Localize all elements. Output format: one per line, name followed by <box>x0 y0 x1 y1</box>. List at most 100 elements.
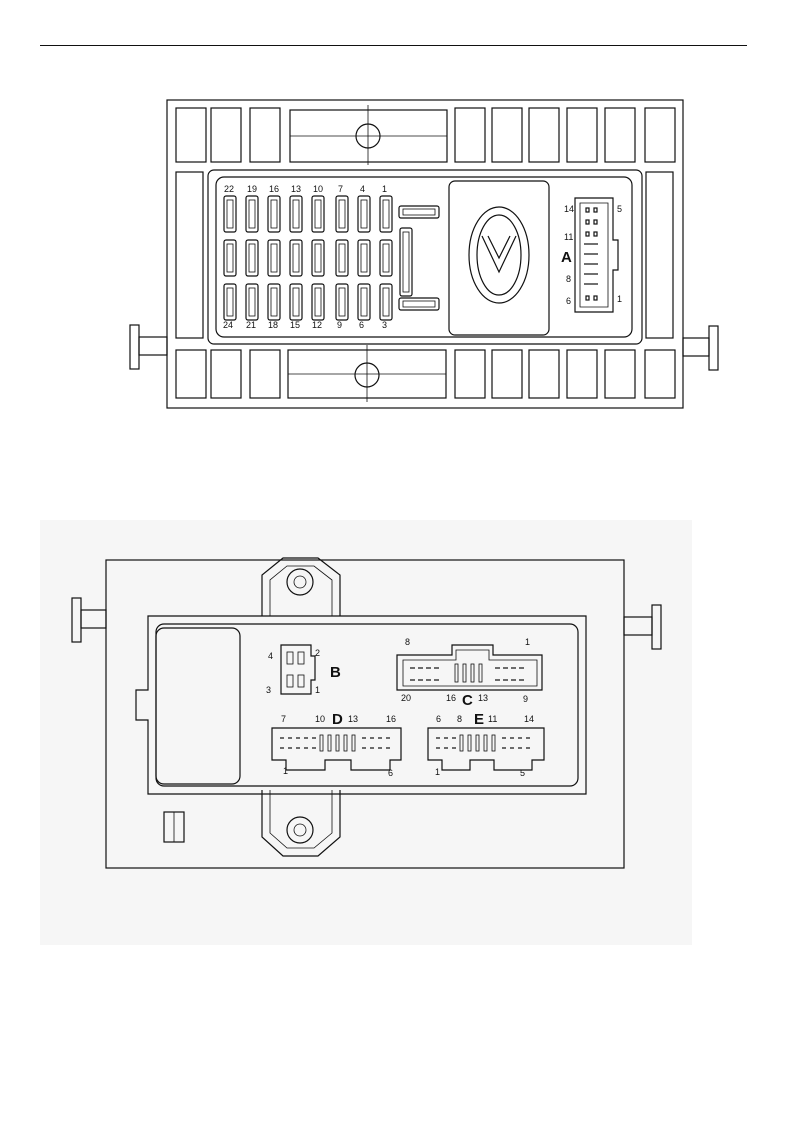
pin-number: 3 <box>266 685 271 695</box>
fuse-element <box>270 287 278 317</box>
pin <box>585 295 590 301</box>
housing-cell <box>175 349 207 399</box>
pin-number: 7 <box>281 714 286 724</box>
housing-cell <box>491 349 523 399</box>
fuse-number: 1 <box>382 184 387 194</box>
pin <box>335 734 340 752</box>
fuse-number: 7 <box>338 184 343 194</box>
pin <box>585 207 590 213</box>
housing-cell <box>175 107 207 163</box>
connector-letter: E <box>474 711 484 728</box>
pin <box>491 734 496 752</box>
housing-cell <box>644 349 676 399</box>
housing-cell <box>249 349 281 399</box>
fuse-element <box>314 287 322 317</box>
fuse <box>311 283 325 321</box>
fuse-element <box>360 243 368 273</box>
fuse-number: 10 <box>313 184 323 194</box>
pin-number: 8 <box>566 274 571 284</box>
connector-a <box>574 197 619 313</box>
pin <box>593 219 598 225</box>
housing-cell <box>454 107 486 163</box>
fuse-element <box>226 199 234 229</box>
fuse-number: 18 <box>268 320 278 330</box>
fuse <box>357 239 371 277</box>
pin-number: 2 <box>315 648 320 658</box>
connector-b <box>280 644 316 695</box>
fuse <box>245 195 259 233</box>
fuse-element <box>314 199 322 229</box>
fuse <box>357 283 371 321</box>
fuse-number: 24 <box>223 320 233 330</box>
pin-number: 14 <box>564 204 574 214</box>
fuse <box>245 239 259 277</box>
pin-number: 8 <box>405 637 410 647</box>
pin-number: 11 <box>564 232 573 242</box>
fuse-element <box>292 287 300 317</box>
pin-number: 10 <box>315 714 325 724</box>
pin-number: 9 <box>523 694 528 704</box>
header-rule <box>40 45 747 46</box>
fuse-number: 13 <box>291 184 301 194</box>
pin-number: 4 <box>268 651 273 661</box>
fuse-number: 19 <box>247 184 257 194</box>
fuse <box>335 283 349 321</box>
fuse-number: 16 <box>269 184 279 194</box>
pin-number: 1 <box>315 685 320 695</box>
fuse-element <box>314 243 322 273</box>
pin-number: 11 <box>488 714 497 724</box>
pin <box>467 734 472 752</box>
fuse <box>311 195 325 233</box>
fuse-number: 21 <box>246 320 256 330</box>
fuse-element <box>338 243 346 273</box>
fuse-number: 3 <box>382 320 387 330</box>
fuse-element <box>338 199 346 229</box>
pin <box>585 219 590 225</box>
pin <box>462 663 467 683</box>
pin-number: 6 <box>566 296 571 306</box>
pin-number: 1 <box>435 767 440 777</box>
fuse-numbers-bottom: 24 21 18 15 12 9 6 3 <box>223 320 387 330</box>
fuse-element <box>270 199 278 229</box>
pin-number: 1 <box>525 637 530 647</box>
pin <box>343 734 348 752</box>
fuse <box>267 283 281 321</box>
pin-number: 6 <box>436 714 441 724</box>
top-fuse-box <box>129 99 719 409</box>
pin <box>454 663 459 683</box>
fuse <box>223 283 237 321</box>
fuse <box>335 195 349 233</box>
brand-logo-icon <box>468 206 530 304</box>
fuse <box>289 195 303 233</box>
fuse-element <box>338 287 346 317</box>
pin-number: 16 <box>386 714 396 724</box>
pin <box>351 734 356 752</box>
pin <box>470 663 475 683</box>
fuse-number: 6 <box>359 320 364 330</box>
housing-cell <box>210 349 242 399</box>
pin-number: 13 <box>348 714 358 724</box>
housing-cell <box>604 349 636 399</box>
housing-cell <box>454 349 486 399</box>
fuse <box>379 239 393 277</box>
pin <box>319 734 324 752</box>
housing-cell <box>604 107 636 163</box>
pin <box>585 231 590 237</box>
pin-number: 6 <box>388 768 393 778</box>
housing-cell <box>528 107 560 163</box>
fuse-element <box>292 199 300 229</box>
fuse <box>335 239 349 277</box>
pin <box>593 231 598 237</box>
fuse <box>357 195 371 233</box>
housing-cell <box>249 107 281 163</box>
fuse-number: 4 <box>360 184 365 194</box>
fuse-grid <box>223 195 393 321</box>
fuse-number: 22 <box>224 184 234 194</box>
fuse-element <box>382 287 390 317</box>
fuse-element <box>248 199 256 229</box>
bottom-fuse-box <box>40 520 692 945</box>
fuse <box>289 239 303 277</box>
pin <box>327 734 332 752</box>
pin-number: 16 <box>446 693 456 703</box>
